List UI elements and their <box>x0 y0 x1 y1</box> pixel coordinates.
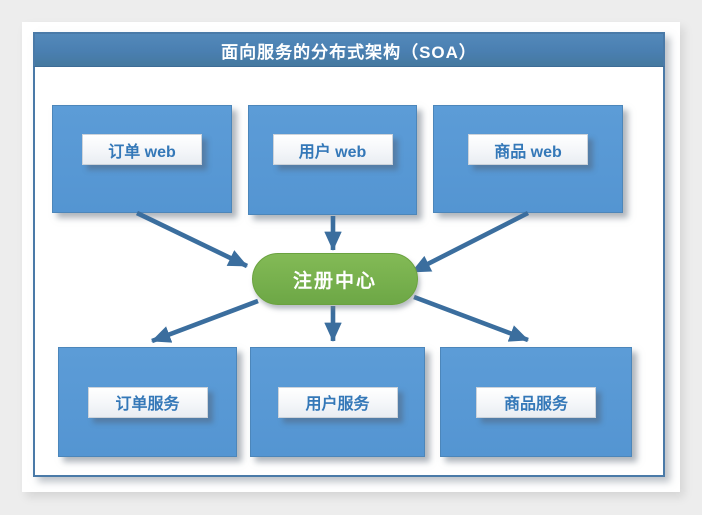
node-user-service-label: 用户服务 <box>305 396 370 413</box>
node-user-web-label: 用户 web <box>298 143 367 161</box>
node-label-plate: 商品服务 <box>476 386 596 418</box>
node-order-web: 订单 web <box>52 105 232 213</box>
diagram-title-bar: 面向服务的分布式架构（SOA） <box>33 32 665 67</box>
diagram-title: 面向服务的分布式架构（SOA） <box>221 42 477 62</box>
node-product-web: 商品 web <box>433 105 623 213</box>
node-label-plate: 用户服务 <box>277 386 398 418</box>
node-label-plate: 订单服务 <box>87 386 208 418</box>
node-label-plate: 订单 web <box>82 134 202 165</box>
node-order-web-label: 订单 web <box>108 143 176 161</box>
node-label-plate: 用户 web <box>272 134 393 165</box>
node-order-service-label: 订单服务 <box>115 396 180 413</box>
node-order-service: 订单服务 <box>58 347 237 457</box>
registry-center-node: 注册中心 <box>252 253 418 305</box>
registry-center-label: 注册中心 <box>292 270 377 292</box>
node-product-service: 商品服务 <box>440 347 632 457</box>
node-product-web-label: 商品 web <box>494 143 562 161</box>
node-user-service: 用户服务 <box>250 347 425 457</box>
node-user-web: 用户 web <box>248 105 417 215</box>
node-product-service-label: 商品服务 <box>503 396 568 413</box>
node-label-plate: 商品 web <box>468 134 588 165</box>
